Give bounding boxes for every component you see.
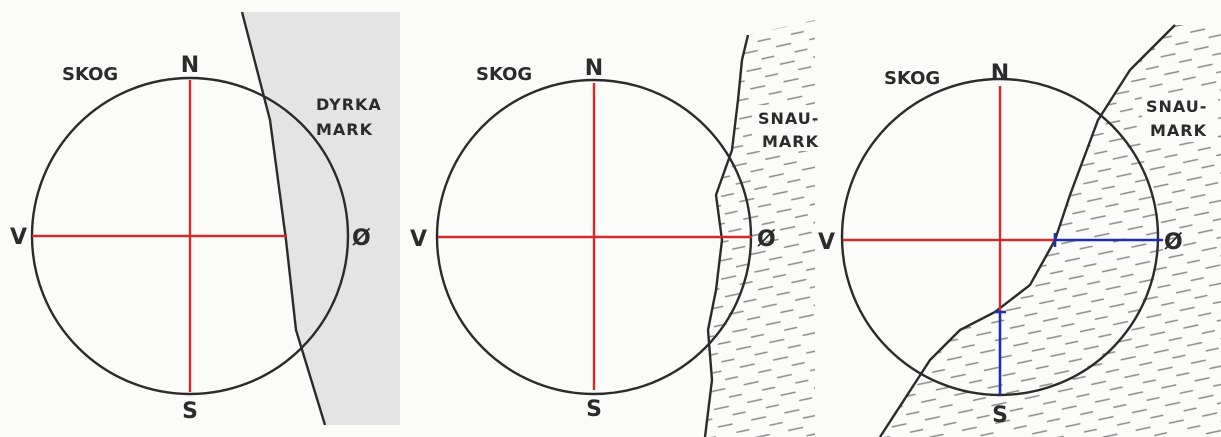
panel-3: SKOG N S V Ø SNAU- MARK [818, 25, 1221, 437]
open-land-label-line2: MARK [762, 132, 819, 151]
open-land-label-line2: MARK [1150, 121, 1207, 140]
cultivated-land-area [242, 12, 400, 425]
south-label: S [586, 397, 602, 422]
panel-1: SKOG N S V Ø DYRKA MARK [10, 12, 400, 425]
east-label: Ø [757, 227, 776, 252]
west-label: V [818, 230, 835, 255]
open-land-label-line1: DYRKA [316, 95, 382, 114]
open-land-label-line1: SNAU- [1146, 97, 1207, 116]
north-label: N [991, 61, 1009, 86]
forest-label: SKOG [476, 64, 532, 85]
south-label: S [992, 403, 1008, 428]
panel-2: SKOG N S V Ø SNAU- MARK [410, 20, 819, 437]
south-label: S [182, 399, 198, 424]
east-label: Ø [352, 226, 371, 251]
forest-label: SKOG [62, 64, 118, 85]
forest-label: SKOG [884, 68, 940, 89]
west-label: V [10, 225, 27, 250]
open-land-label-line2: MARK [316, 120, 373, 139]
north-label: N [181, 53, 199, 78]
west-label: V [410, 227, 427, 252]
north-label: N [585, 56, 603, 81]
open-land-label-line1: SNAU- [758, 109, 819, 128]
east-label: Ø [1164, 230, 1183, 255]
